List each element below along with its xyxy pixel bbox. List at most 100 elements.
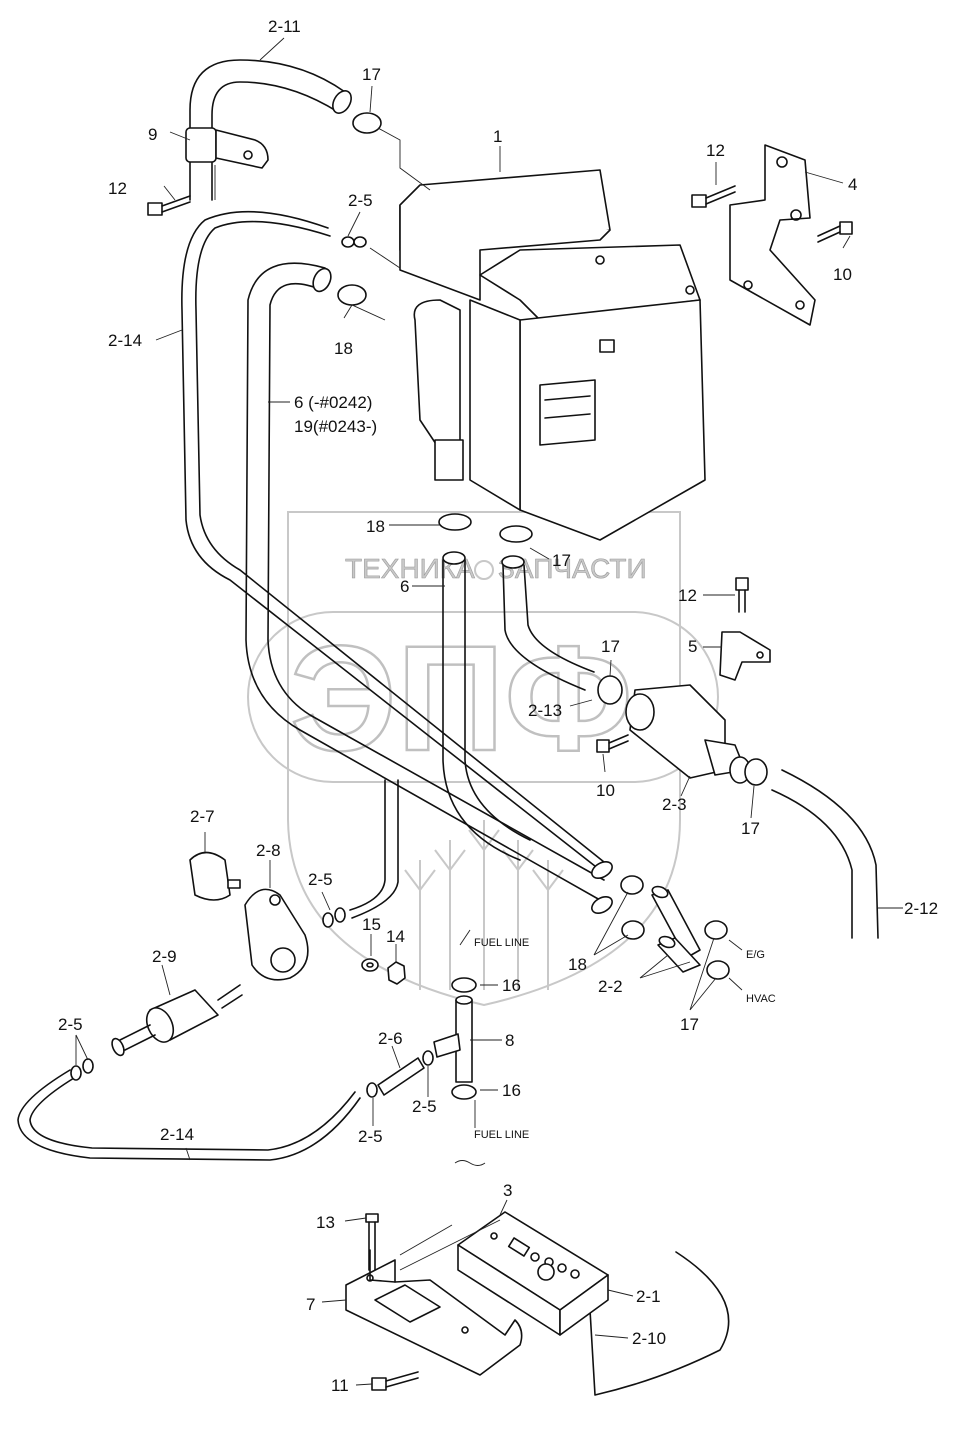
label-8: 8: [505, 1031, 514, 1050]
label-2-3: 2-3: [662, 795, 687, 814]
part-labels: 2-11 17 9 1 12 4 12 2-5 10 2-14 18 6 (-#…: [58, 17, 938, 1395]
label-2-9: 2-9: [152, 947, 177, 966]
clamp-17-hvac: [706, 960, 730, 980]
label-2-12: 2-12: [904, 899, 938, 918]
gear-icon: [474, 560, 494, 580]
label-12-left: 12: [108, 179, 127, 198]
label-10-top: 10: [833, 265, 852, 284]
wheat-icon: [404, 820, 564, 990]
clamp-18-mid: [438, 513, 472, 531]
clamps: [337, 112, 768, 1100]
bolt-12-top-right: [691, 185, 736, 208]
clamp-18-top: [337, 284, 367, 306]
label-2-5-lower-a: 2-5: [412, 1097, 437, 1116]
label-18-bottom: 18: [568, 955, 587, 974]
clamp-2-5-top-b: [353, 236, 367, 248]
label-17-lower-right: 17: [741, 819, 760, 838]
connector-2-2: [651, 885, 701, 973]
label-11: 11: [331, 1376, 349, 1395]
watermark: ТЕХНИКА ЗАПЧАСТИ ЭПФ: [247, 511, 719, 1007]
bracket-5: [719, 631, 771, 681]
bracket-7: [345, 1249, 523, 1376]
label-6-mid: 6: [400, 577, 409, 596]
label-3: 3: [503, 1181, 512, 1200]
label-15: 15: [362, 915, 381, 934]
fuel-clip-2-8: [244, 888, 309, 981]
clamp-18-a: [620, 875, 644, 895]
label-2-5-lower-b: 2-5: [358, 1127, 383, 1146]
label-2-5-mid: 2-5: [308, 870, 333, 889]
hose-6: [245, 262, 613, 914]
bolt-12-left: [147, 195, 191, 216]
label-2-8: 2-8: [256, 841, 281, 860]
label-7: 7: [306, 1295, 315, 1314]
label-2-1: 2-1: [636, 1287, 661, 1306]
fuel-line-vertical: [349, 779, 399, 919]
watermark-logo-letters: ЭПФ: [290, 614, 633, 782]
hose-clamp-9: [185, 127, 269, 169]
label-17-bottom: 17: [680, 1015, 699, 1034]
hose-2-12: [771, 769, 879, 939]
washer-15: [361, 958, 379, 972]
bracket-4: [729, 144, 816, 326]
label-18-top: 18: [334, 339, 353, 358]
clamp-17-right: [597, 675, 623, 705]
clamp-17-lower: [744, 758, 768, 786]
small-clamps-2-5: [70, 907, 434, 1098]
hose-2-14-top: [181, 210, 605, 871]
label-2-14-top: 2-14: [108, 331, 142, 350]
label-1: 1: [493, 127, 502, 146]
label-19-range: 19(#0243-): [294, 417, 377, 436]
clamp-18-b: [621, 920, 645, 940]
pipe-6-vertical: [442, 551, 531, 861]
label-2-14-bottom: 2-14: [160, 1125, 194, 1144]
label-16-top: 16: [502, 976, 521, 995]
bolt-12-mid: [735, 577, 749, 613]
label-2-2: 2-2: [598, 977, 623, 996]
fuel-t-connector-8: [433, 995, 473, 1083]
fuel-tube-2-6: [377, 1057, 425, 1096]
fuel-filter-2-9: [111, 984, 243, 1057]
controller-3: [457, 1211, 609, 1336]
label-2-7: 2-7: [190, 807, 215, 826]
label-2-10: 2-10: [632, 1329, 666, 1348]
label-12-mid: 12: [678, 586, 697, 605]
label-2-13: 2-13: [528, 701, 562, 720]
clamp-17-eg: [704, 920, 728, 940]
bolt-10-top: [817, 221, 853, 243]
pipe-2-3: [625, 684, 751, 784]
wire-2-10: [589, 1251, 730, 1396]
bolt-10-mid: [596, 734, 629, 753]
label-hvac: HVAC: [746, 993, 776, 1005]
nut-14: [387, 961, 406, 985]
leader-lines: [75, 37, 903, 1386]
fuel-line-2-14-bottom: [17, 1069, 361, 1161]
label-17-top: 17: [362, 65, 381, 84]
label-fuel-line-bottom: FUEL LINE: [474, 1129, 529, 1141]
clamp-2-5-top: [341, 236, 355, 248]
watermark-logo-frame: [247, 611, 719, 783]
label-fuel-line-top: FUEL LINE: [474, 937, 529, 949]
label-2-6: 2-6: [378, 1029, 403, 1048]
label-17-right: 17: [601, 637, 620, 656]
label-17-mid: 17: [552, 551, 571, 570]
label-2-5-top: 2-5: [348, 191, 373, 210]
label-4: 4: [848, 175, 857, 194]
label-2-11: 2-11: [268, 17, 301, 36]
label-14: 14: [386, 927, 405, 946]
label-16-bottom: 16: [502, 1081, 521, 1100]
label-18-mid: 18: [366, 517, 385, 536]
hose-2-11: [189, 59, 352, 201]
label-13: 13: [316, 1213, 335, 1232]
label-5: 5: [688, 637, 697, 656]
clamp-16-top: [451, 977, 477, 993]
label-2-5-left: 2-5: [58, 1015, 83, 1034]
label-12-top-right: 12: [706, 141, 725, 160]
clamp-17-top: [352, 112, 382, 134]
label-10-mid: 10: [596, 781, 615, 800]
label-9: 9: [148, 125, 157, 144]
bolt-11: [371, 1371, 419, 1391]
fuel-part-2-7: [189, 851, 241, 901]
bolt-13: [365, 1213, 379, 1271]
hose-2-13: [501, 555, 595, 691]
